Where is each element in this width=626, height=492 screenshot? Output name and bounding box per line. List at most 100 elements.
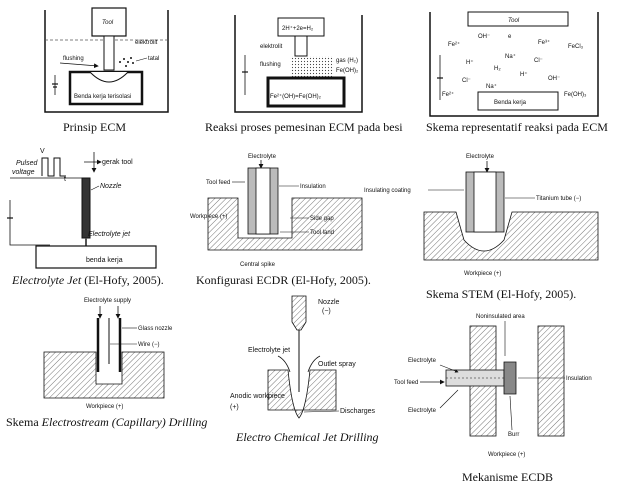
tank-outline <box>234 15 363 113</box>
tube-label: Titanium tube (−) <box>536 196 581 202</box>
panel-electrostream: Electrolyte supply Glass nozzle Wire (−)… <box>43 298 173 410</box>
electrolyte-label: Electrolyte <box>466 154 495 160</box>
caption-skema-representatif: Skema representatif reaksi pada ECM <box>426 120 608 134</box>
tank-outline <box>429 12 599 117</box>
voltage-label: voltage <box>12 169 35 176</box>
tool-electrode <box>103 35 115 71</box>
spray-label: Outlet spray <box>318 361 356 368</box>
caption-ecjd: Electro Chemical Jet Drilling <box>236 430 379 445</box>
jet-label: Electrolyte jet <box>248 347 290 354</box>
ion-fe2-2: Fe²⁺ <box>442 91 454 98</box>
elektrolit-label: elektrolit <box>135 40 158 46</box>
workpiece-label: Workpiece (+) <box>464 271 501 277</box>
panel-electrolyte-jet: V t Pulsed voltage gerak tool Nozzle Ele… <box>7 148 157 269</box>
insulation-label: Insulation <box>300 184 326 190</box>
gas-bubbles <box>290 56 334 80</box>
nozzle-polarity: (−) <box>322 308 331 315</box>
anode-equation: Fe²⁺(OH)=Fe(OH)₂ <box>270 93 322 100</box>
workpiece-hatched <box>267 369 337 419</box>
workpiece-hatched <box>423 211 599 261</box>
flushing-label: flushing <box>260 62 281 68</box>
coating-label: Insulating coating <box>364 188 411 194</box>
workpiece-right <box>537 325 565 437</box>
supply-label: Electrolyte supply <box>84 298 131 304</box>
nozzle-label: Nozzle <box>318 299 340 306</box>
ion-h: H⁺ <box>466 59 474 66</box>
caption-electrolyte-jet-suffix: (El-Hofy, 2005). <box>81 273 164 287</box>
nozzle <box>291 295 307 331</box>
caption-ecdb: Mekanisme ECDB <box>462 470 553 484</box>
ion-fe3: Fe³⁺ <box>538 39 550 46</box>
workpiece-label: Workpiece (+) <box>86 404 123 410</box>
ion-fecl3: FeCl₃ <box>568 44 584 50</box>
electrolyte-out-leader <box>439 389 459 409</box>
t-label: t <box>64 176 66 183</box>
caption-reaksi-besi: Reaksi proses pemesinan ECM pada besi <box>205 120 403 134</box>
cavity <box>89 71 129 83</box>
discharges-leader <box>303 410 340 413</box>
central-spike-label: Central spike <box>240 262 276 268</box>
workpiece-block <box>35 245 157 269</box>
elektrolit-label: elektrolit <box>260 44 283 50</box>
panel-stem: Electrolyte Insulating coating Titanium … <box>364 154 599 277</box>
caption-ecdr: Konfigurasi ECDR (El-Hofy, 2005). <box>196 273 371 287</box>
wire-label: Wire (−) <box>138 342 160 348</box>
caption-electrostream-prefix: Skema <box>6 415 42 429</box>
workpiece-label: Workpiece (+) <box>190 214 227 220</box>
flushing-label: flushing <box>63 56 84 62</box>
tool-electrode <box>294 35 308 57</box>
burr-label: Burr <box>508 432 519 438</box>
noninsulated-label: Noninsulated area <box>476 314 525 320</box>
nozzle-leader <box>90 185 100 191</box>
electrolyte-in-label: Electrolyte <box>408 358 437 364</box>
panel-ecdb: Noninsulated area Electrolyte Tool feed … <box>394 314 592 458</box>
flushing-arrow <box>59 62 99 69</box>
circuit-wire <box>9 200 50 246</box>
anodic-polarity: (+) <box>230 404 239 411</box>
feoh-label: Fe(OH)₂ <box>336 68 359 74</box>
tool-label: Tool <box>102 20 114 26</box>
ion-h2: H₂ <box>494 66 501 72</box>
workpiece-label: Benda kerja <box>494 100 527 106</box>
ion-e: e <box>508 34 512 40</box>
tool-land-label: Tool land <box>310 230 334 236</box>
panel-prinsip-ecm: Tool elektrolit Benda kerja terisolasi f… <box>44 7 169 113</box>
side-gap-label: Side gap <box>310 216 334 222</box>
caption-electrostream-italic: Electrostream (Capillary) Drilling <box>41 415 208 429</box>
panel-skema-representatif: Tool Benda kerja Fe²⁺ OH⁻ e Fe³⁺ FeCl₃ N… <box>429 11 599 117</box>
caption-electrostream: Skema Electrostream (Capillary) Drilling <box>6 415 207 430</box>
nozzle-label: Nozzle <box>100 183 122 190</box>
electrolyte-out-label: Electrolyte <box>408 408 437 414</box>
caption-electrolyte-jet-italic: Electrolyte Jet <box>12 273 82 287</box>
panel-reaksi-besi: 2H⁺+2e=H₂ elektrolit flushing gas (H₂) F… <box>234 15 363 113</box>
tank-outline <box>44 10 169 113</box>
tool-bore <box>255 167 271 235</box>
jet-label: Electrolyte jet <box>88 231 131 238</box>
cathode-equation: 2H⁺+2e=H₂ <box>282 25 314 32</box>
v-label: V <box>40 148 45 155</box>
ion-cl: Cl⁻ <box>534 58 543 64</box>
ion-na: Na⁺ <box>505 53 516 60</box>
ion-oh: OH⁻ <box>478 34 490 40</box>
ion-cl-2: Cl⁻ <box>462 78 471 84</box>
tool-block <box>467 11 569 27</box>
tool-block <box>91 7 127 37</box>
caption-ecjd-italic: Electro Chemical Jet Drilling <box>236 430 379 444</box>
workpiece-label: Benda kerja terisolasi <box>74 94 131 100</box>
glass-nozzle-label: Glass nozzle <box>138 326 173 332</box>
nozzle-body <box>81 177 91 239</box>
ion-h-2: H⁺ <box>520 71 528 78</box>
discharges-label: Discharges <box>340 408 376 415</box>
tatal-leader <box>135 57 148 62</box>
caption-prinsip-ecm: Prinsip ECM <box>63 120 127 134</box>
anodic-label: Anodic workpiece <box>230 393 285 400</box>
tool-feed-label: Tool feed <box>394 380 418 386</box>
caption-stem: Skema STEM (El-Hofy, 2005). <box>426 287 577 301</box>
tool-label: Tool <box>508 18 520 24</box>
ion-fe2: Fe²⁺ <box>448 41 460 48</box>
ion-na-2: Na⁺ <box>486 83 497 90</box>
workpiece-label: Workpiece (+) <box>488 452 525 458</box>
ion-oh-2: OH⁻ <box>548 76 560 82</box>
burr-leader <box>509 395 513 431</box>
